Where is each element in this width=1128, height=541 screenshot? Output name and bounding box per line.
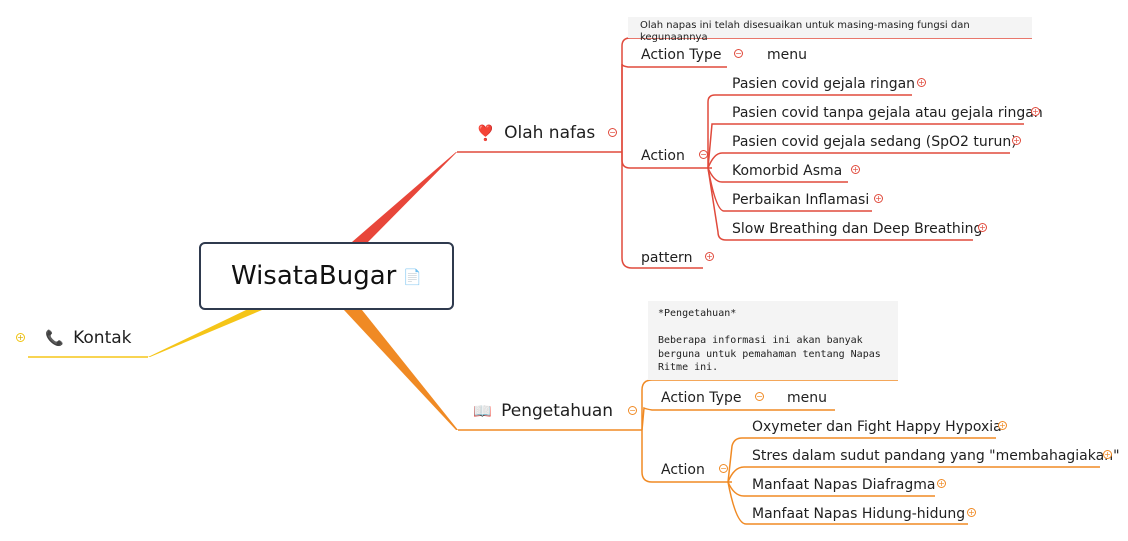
olah-action-item-label: Pasien covid gejala sedang (SpO2 turun)	[732, 134, 1017, 150]
topic-olah-nafas[interactable]: ❣️ Olah nafas	[476, 122, 595, 144]
collapse-pengetahuan-action-icon[interactable]: −	[719, 464, 728, 473]
branch-kontak-connector	[148, 310, 262, 357]
olah-action-item-label: Pasien covid gejala ringan	[732, 76, 916, 92]
pengetahuan-action-item-label: Manfaat Napas Hidung-hidung	[752, 506, 966, 522]
branch-pengetahuan-connector	[344, 310, 458, 430]
pengetahuan-action-item[interactable]: Stres dalam sudut pandang yang "membahag…	[752, 447, 1120, 465]
note-icon[interactable]: 📄	[403, 268, 423, 286]
topic-pengetahuan[interactable]: 📖 Pengetahuan	[473, 400, 613, 422]
olah-action-type-value[interactable]: menu	[767, 46, 807, 64]
expand-pengetahuan-item-1-icon[interactable]: +	[998, 421, 1007, 430]
book-icon: 📖	[473, 402, 492, 420]
root-topic[interactable]: WisataBugar 📄	[199, 242, 454, 310]
root-title: WisataBugar	[230, 261, 397, 291]
phone-icon: 📞	[45, 329, 64, 347]
topic-label: Olah nafas	[504, 123, 596, 143]
heart-icon: ❣️	[476, 124, 495, 142]
collapse-pengetahuan-icon[interactable]: −	[628, 406, 637, 415]
topic-kontak[interactable]: 📞 Kontak	[45, 327, 132, 349]
olah-action-item[interactable]: Pasien covid tanpa gejala atau gejala ri…	[732, 104, 1043, 122]
olah-action-label: Action	[641, 148, 685, 164]
collapse-olah-action-type-icon[interactable]: −	[734, 49, 743, 58]
olah-action-item-label: Pasien covid tanpa gejala atau gejala ri…	[732, 105, 1043, 121]
olah-action-item-label: Perbaikan Inflamasi	[732, 192, 870, 208]
pengetahuan-action-type-value-text: menu	[787, 390, 827, 406]
expand-olah-item-3-icon[interactable]: +	[1012, 136, 1021, 145]
collapse-olah-action-icon[interactable]: −	[699, 150, 708, 159]
pengetahuan-action-item[interactable]: Oxymeter dan Fight Happy Hypoxia	[752, 418, 1002, 436]
expand-pengetahuan-item-2-icon[interactable]: +	[1103, 450, 1112, 459]
pengetahuan-subtree-lines	[458, 379, 1100, 525]
olah-action[interactable]: Action	[641, 147, 685, 165]
expand-olah-item-6-icon[interactable]: +	[978, 223, 987, 232]
pengetahuan-action-item-label: Stres dalam sudut pandang yang "membahag…	[752, 448, 1120, 464]
pengetahuan-action-type[interactable]: Action Type	[661, 389, 741, 407]
expand-pengetahuan-item-4-icon[interactable]: +	[967, 508, 976, 517]
expand-olah-pattern-icon[interactable]: +	[705, 252, 714, 261]
olah-pattern-label: pattern	[641, 250, 693, 266]
olah-action-type[interactable]: Action Type	[641, 46, 721, 64]
olah-action-item[interactable]: Komorbid Asma	[732, 162, 842, 180]
pengetahuan-action-label: Action	[661, 462, 705, 478]
expand-olah-item-1-icon[interactable]: +	[917, 78, 926, 87]
olah-subtree-lines	[457, 37, 1032, 269]
pengetahuan-action-item[interactable]: Manfaat Napas Hidung-hidung	[752, 505, 965, 523]
expand-olah-item-5-icon[interactable]: +	[874, 194, 883, 203]
pengetahuan-action-type-label: Action Type	[661, 390, 742, 406]
pengetahuan-action[interactable]: Action	[661, 461, 705, 479]
olah-note-text: Olah napas ini telah disesuaikan untuk m…	[640, 20, 970, 43]
topic-label: Pengetahuan	[501, 401, 614, 421]
olah-note: Olah napas ini telah disesuaikan untuk m…	[628, 17, 1032, 43]
olah-action-item-label: Komorbid Asma	[732, 163, 843, 179]
expand-olah-item-2-icon[interactable]: +	[1031, 107, 1040, 116]
pengetahuan-action-type-value[interactable]: menu	[787, 389, 827, 407]
expand-olah-item-4-icon[interactable]: +	[851, 165, 860, 174]
olah-action-item[interactable]: Pasien covid gejala sedang (SpO2 turun)	[732, 133, 1017, 151]
collapse-pengetahuan-action-type-icon[interactable]: −	[755, 392, 764, 401]
expand-pengetahuan-item-3-icon[interactable]: +	[937, 479, 946, 488]
pengetahuan-action-item-label: Oxymeter dan Fight Happy Hypoxia	[752, 419, 1002, 435]
olah-action-type-value-text: menu	[767, 47, 807, 63]
olah-pattern[interactable]: pattern	[641, 249, 692, 267]
olah-action-item[interactable]: Pasien covid gejala ringan	[732, 75, 915, 93]
topic-label: Kontak	[73, 328, 132, 348]
branch-olah-connector	[352, 152, 457, 242]
olah-action-item[interactable]: Perbaikan Inflamasi	[732, 191, 869, 209]
collapse-olah-nafas-icon[interactable]: −	[608, 128, 617, 137]
olah-action-item-label: Slow Breathing dan Deep Breathing	[732, 221, 983, 237]
olah-action-item[interactable]: Slow Breathing dan Deep Breathing	[732, 220, 982, 238]
pengetahuan-note: *Pengetahuan* Beberapa informasi ini aka…	[648, 301, 898, 380]
expand-kontak-icon[interactable]: +	[16, 333, 25, 342]
pengetahuan-action-item-label: Manfaat Napas Diafragma	[752, 477, 936, 493]
pengetahuan-note-text: *Pengetahuan* Beberapa informasi ini aka…	[658, 308, 881, 373]
pengetahuan-action-item[interactable]: Manfaat Napas Diafragma	[752, 476, 935, 494]
olah-action-type-label: Action Type	[641, 47, 722, 63]
